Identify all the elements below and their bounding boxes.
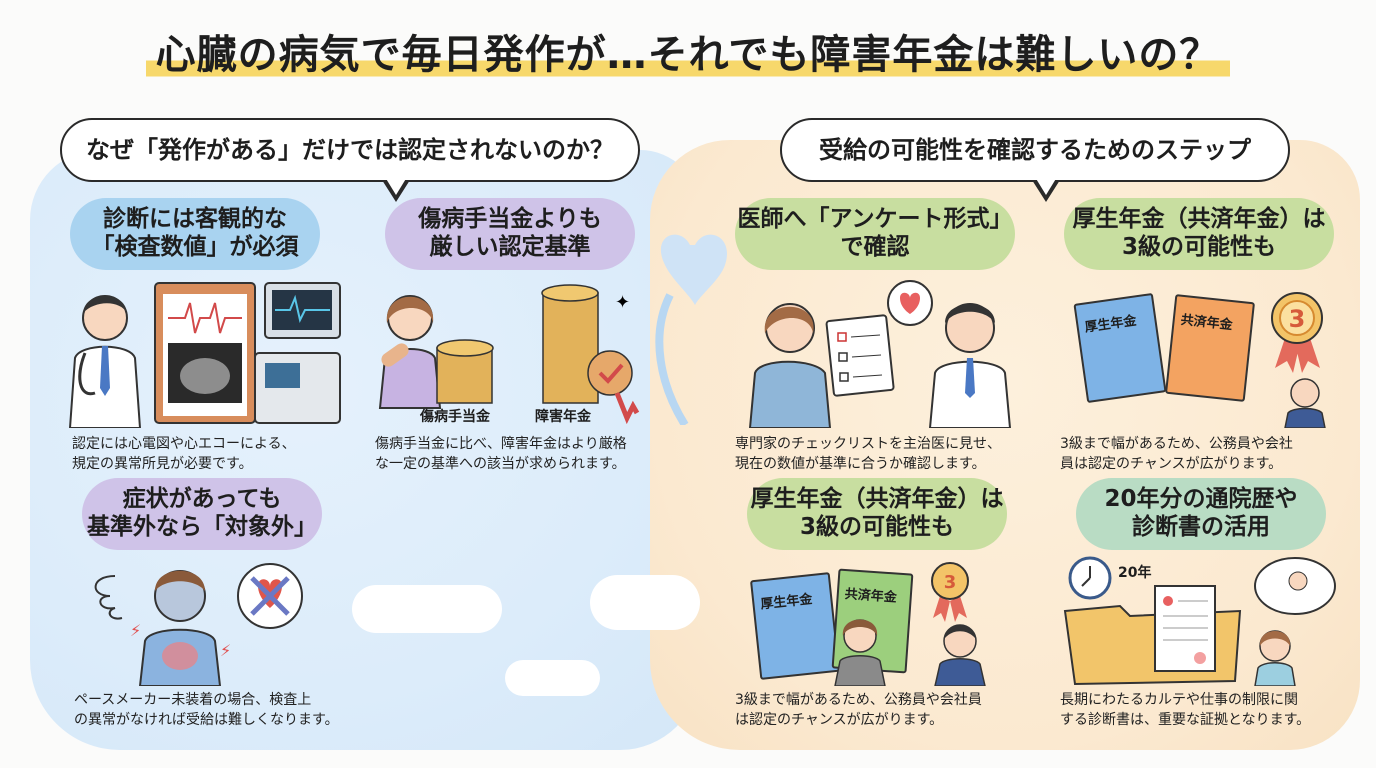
- svg-text:3: 3: [944, 572, 957, 593]
- coin-label-sickness-allowance: 傷病手当金: [420, 409, 490, 425]
- card-20-year-history: 20年分の通院歴や 診断書の活用: [1060, 478, 1350, 731]
- doctor-ecg-illustration: [60, 278, 360, 429]
- card-title: 厚生年金（共済年金）は 3級の可能性も: [1064, 198, 1334, 270]
- card-title: 厚生年金（共済年金）は 3級の可能性も: [747, 478, 1007, 550]
- right-section-heading: 受給の可能性を確認するためのステップ: [819, 135, 1251, 164]
- woman-pointing-icon: [1254, 630, 1296, 687]
- svg-text:3: 3: [1289, 305, 1306, 333]
- left-section-heading: なぜ「発作がある」だけでは認定されないのか？: [86, 135, 614, 164]
- thought-bubble-icon: [1254, 557, 1336, 615]
- card-stricter-criteria: 傷病手当金よりも 厳しい認定基準 ✦ 傷病手: [375, 198, 675, 475]
- card-caption: 認定には心電図や心エコーによる、 規定の異常所見が必要です。: [72, 436, 296, 473]
- doctor-icon: [928, 303, 1012, 429]
- cloud-decoration: [505, 660, 600, 696]
- approval-badge-icon: [587, 350, 640, 425]
- page-title: 心臓の病気で毎日発作が…それでも障害年金は難しいの？: [145, 22, 1231, 84]
- dizzy-swirl-icon: [94, 575, 123, 620]
- employee-pension-book: 厚生年金: [1073, 292, 1167, 404]
- office-worker-icon: [1284, 378, 1326, 428]
- card-title: 診断には客観的な 「検査数値」が必須: [70, 198, 320, 270]
- pension-books-illustration: 厚生年金 共済年金 3: [1060, 278, 1350, 428]
- card-questionnaire-to-doctor: 医師へ「アンケート形式」 で確認: [735, 198, 1035, 475]
- bubble-tail: [382, 177, 410, 202]
- right-section-heading-bubble: 受給の可能性を確認するためのステップ: [780, 118, 1290, 202]
- pain-spark-icon: ⚡: [130, 621, 141, 640]
- mutual-aid-pension-book: 共済年金: [1164, 294, 1256, 402]
- heart-speech-bubble-icon: [887, 280, 933, 326]
- doctor-icon: [68, 295, 142, 429]
- patient-icon: [138, 570, 222, 687]
- doctor-checklist-illustration: [735, 278, 1035, 429]
- grade-3-badge-icon: 3: [931, 562, 969, 622]
- patient-chest-pain-illustration: ⚡ ⚡: [60, 556, 360, 687]
- cloud-decoration: [590, 575, 700, 630]
- card-employee-pension-grade3-a: 厚生年金（共済年金）は 3級の可能性も 厚生年金 共済年金 3 3級まで幅がある…: [1060, 198, 1350, 475]
- card-caption: 傷病手当金に比べ、障害年金はより厳格 な一定の基準への該当が求められます。: [375, 436, 627, 473]
- card-title: 医師へ「アンケート形式」 で確認: [735, 198, 1015, 270]
- small-coin-stack-icon: [436, 339, 494, 404]
- coin-label-disability-pension: 障害年金: [535, 409, 591, 425]
- card-caption: ペースメーカー未装着の場合、検査上 の異常がなければ受給は難しくなります。: [74, 692, 339, 729]
- male-office-worker-icon: [934, 624, 986, 686]
- card-caption: 3級まで幅があるため、公務員や会社員 は認定のチャンスが広がります。: [735, 692, 982, 729]
- pain-spark-icon: ⚡: [220, 641, 231, 660]
- card-objective-test-values: 診断には客観的な 「検査数値」が必須: [60, 198, 360, 475]
- card-caption: 3級まで幅があるため、公務員や会社 員は認定のチャンスが広がります。: [1060, 436, 1293, 473]
- card-caption: 長期にわたるカルテや仕事の制限に関 する診断書は、重要な証拠となります。: [1060, 692, 1311, 729]
- heart-stream-decoration: [655, 234, 728, 425]
- checklist-icon: [825, 314, 895, 397]
- left-section-heading-bubble: なぜ「発作がある」だけでは認定されないのか？: [60, 118, 640, 202]
- female-office-worker-icon: [834, 619, 886, 686]
- cloud-decoration: [352, 585, 502, 633]
- grade-3-badge-icon: 3: [1271, 292, 1323, 373]
- card-out-of-criteria: 症状があっても 基準外なら「対象外」 ⚡ ⚡ ペースメーカー未装着の場合、検査上…: [60, 478, 360, 731]
- sparkle-icon: ✦: [615, 292, 630, 313]
- card-caption: 専門家のチェックリストを主治医に見せ、 現在の数値が基準に合うか確認します。: [735, 436, 1001, 473]
- card-employee-pension-grade3-b: 厚生年金（共済年金）は 3級の可能性も 厚生年金 共済年金 3 3級まで幅がある…: [735, 478, 1035, 731]
- page-title-wrap: 心臓の病気で毎日発作が…それでも障害年金は難しいの？: [0, 22, 1376, 84]
- card-title: 20年分の通院歴や 診断書の活用: [1076, 478, 1326, 550]
- pension-books-workers-illustration: 厚生年金 共済年金 3: [735, 556, 1035, 686]
- medical-records-illustration: 20年: [1060, 556, 1350, 687]
- patient-woman-icon: [748, 303, 832, 429]
- clock-label: 20年: [1118, 565, 1152, 581]
- clock-icon: [1068, 556, 1112, 600]
- card-title: 傷病手当金よりも 厳しい認定基準: [385, 198, 635, 270]
- card-title: 症状があっても 基準外なら「対象外」: [82, 478, 322, 550]
- clipboard-icon: [154, 282, 256, 424]
- coins-comparison-illustration: ✦ 傷病手当金 障害年金: [375, 278, 675, 428]
- woman-icon: [378, 295, 442, 409]
- medical-document-icon: [1154, 585, 1216, 672]
- large-coin-stack-icon: [541, 284, 599, 404]
- bubble-tail: [1032, 177, 1060, 202]
- crossed-heart-icon: [237, 563, 303, 629]
- ecg-monitor-icon: [254, 282, 341, 424]
